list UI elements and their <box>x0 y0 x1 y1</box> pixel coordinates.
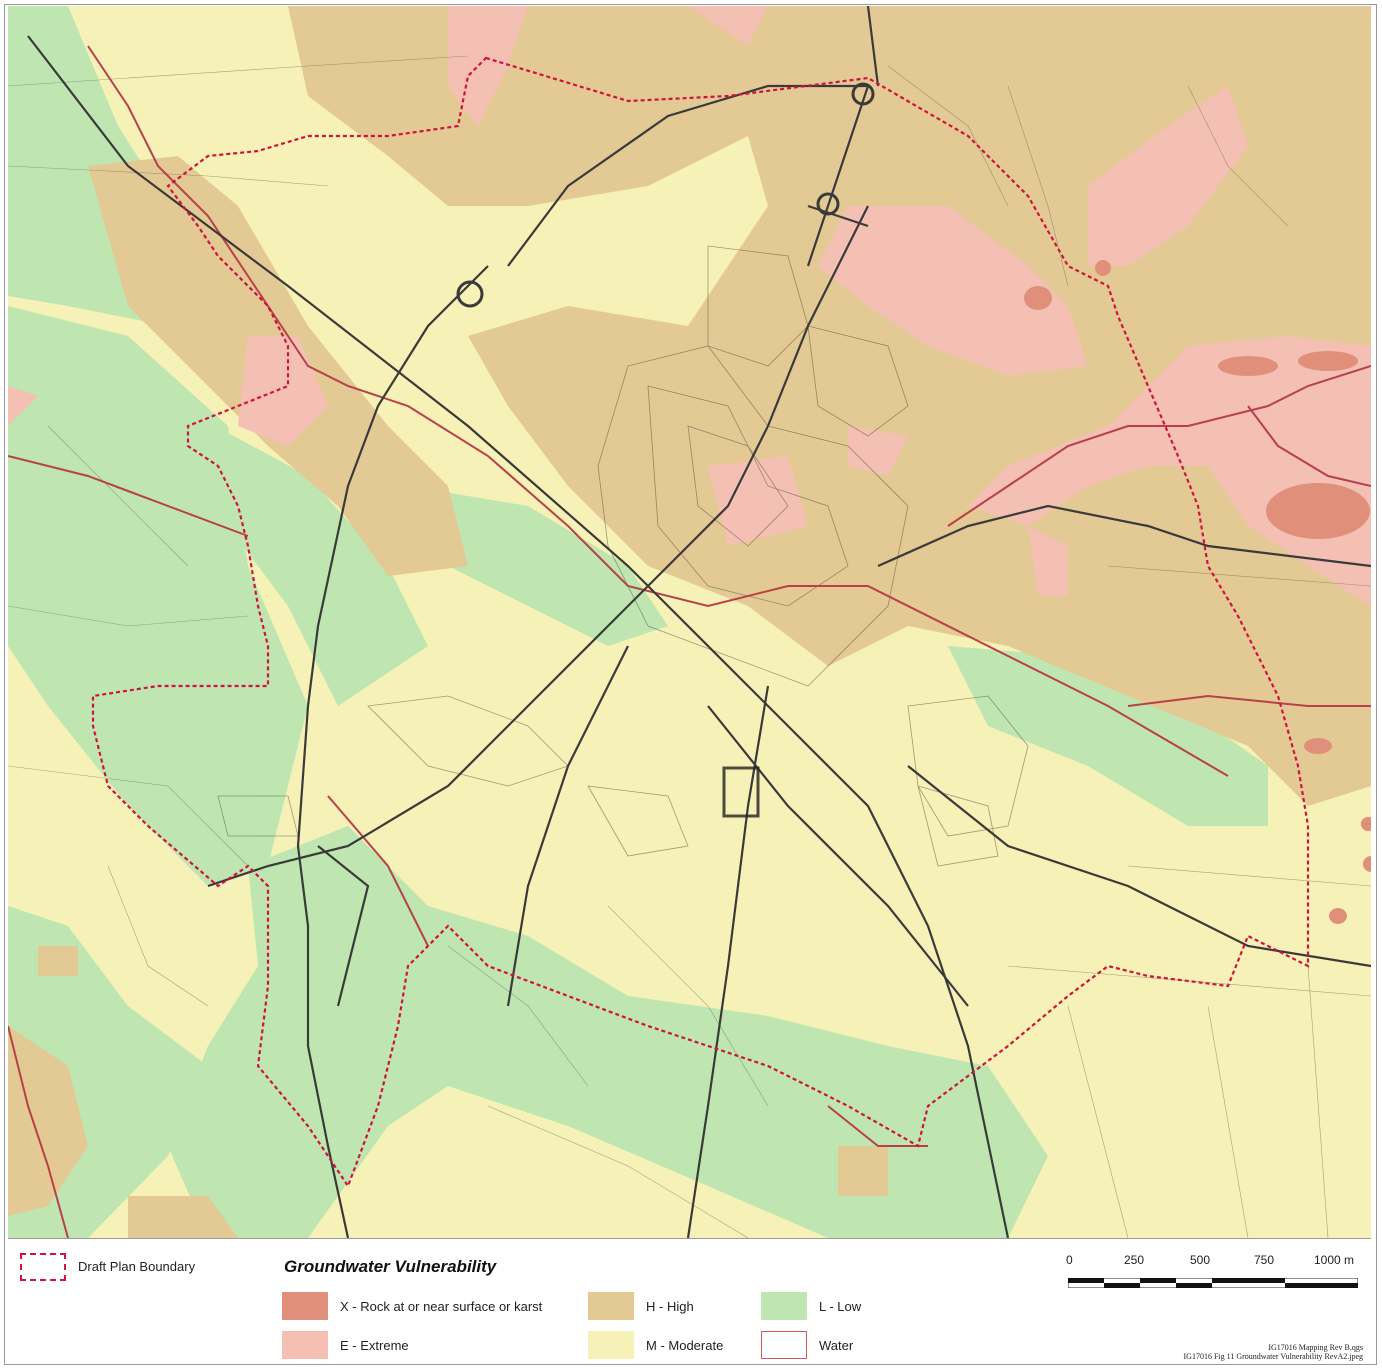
field-boundaries <box>8 55 1371 1238</box>
label-water: Water <box>819 1338 854 1353</box>
label-extreme: E - Extreme <box>340 1338 409 1353</box>
swatch-moderate <box>588 1331 634 1359</box>
label-rock: X - Rock at or near surface or karst <box>340 1299 543 1314</box>
credit-figure: IG17016 Fig 11 Groundwater Vulnerability… <box>1183 1352 1364 1361</box>
scale-tick-1000: 1000 m <box>1314 1253 1355 1267</box>
boundary-label: Draft Plan Boundary <box>78 1259 196 1274</box>
label-high: H - High <box>646 1299 694 1314</box>
stadium <box>722 766 760 818</box>
scale-tick-250: 250 <box>1124 1253 1145 1267</box>
town-centre-blocks <box>217 245 1029 867</box>
swatch-extreme <box>282 1331 328 1359</box>
map-svg <box>8 6 1371 1238</box>
label-moderate: M - Moderate <box>646 1338 724 1353</box>
swatch-rock <box>282 1292 328 1320</box>
roads <box>27 6 1371 1238</box>
credit-project: IG17016 Mapping Rev B.qgs <box>1268 1343 1363 1352</box>
rivers <box>8 45 1371 1238</box>
legend-title: Groundwater Vulnerability <box>284 1257 497 1276</box>
zones-extreme <box>8 6 1371 606</box>
zones-rock <box>1024 260 1371 924</box>
boundary-swatch <box>20 1253 66 1281</box>
motorway-interchange <box>456 82 875 308</box>
map-canvas[interactable] <box>8 6 1371 1238</box>
scale-tick-500: 500 <box>1190 1253 1211 1267</box>
swatch-water <box>761 1331 807 1359</box>
label-low: L - Low <box>819 1299 862 1314</box>
scale-tick-0: 0 <box>1066 1253 1073 1267</box>
scale-tick-750: 750 <box>1254 1253 1275 1267</box>
scale-bar <box>1067 1275 1359 1289</box>
map-legend: Draft Plan Boundary Groundwater Vulnerab… <box>8 1238 1371 1363</box>
swatch-high <box>588 1292 634 1320</box>
scale-bar-svg <box>1067 1277 1359 1289</box>
swatch-low <box>761 1292 807 1320</box>
